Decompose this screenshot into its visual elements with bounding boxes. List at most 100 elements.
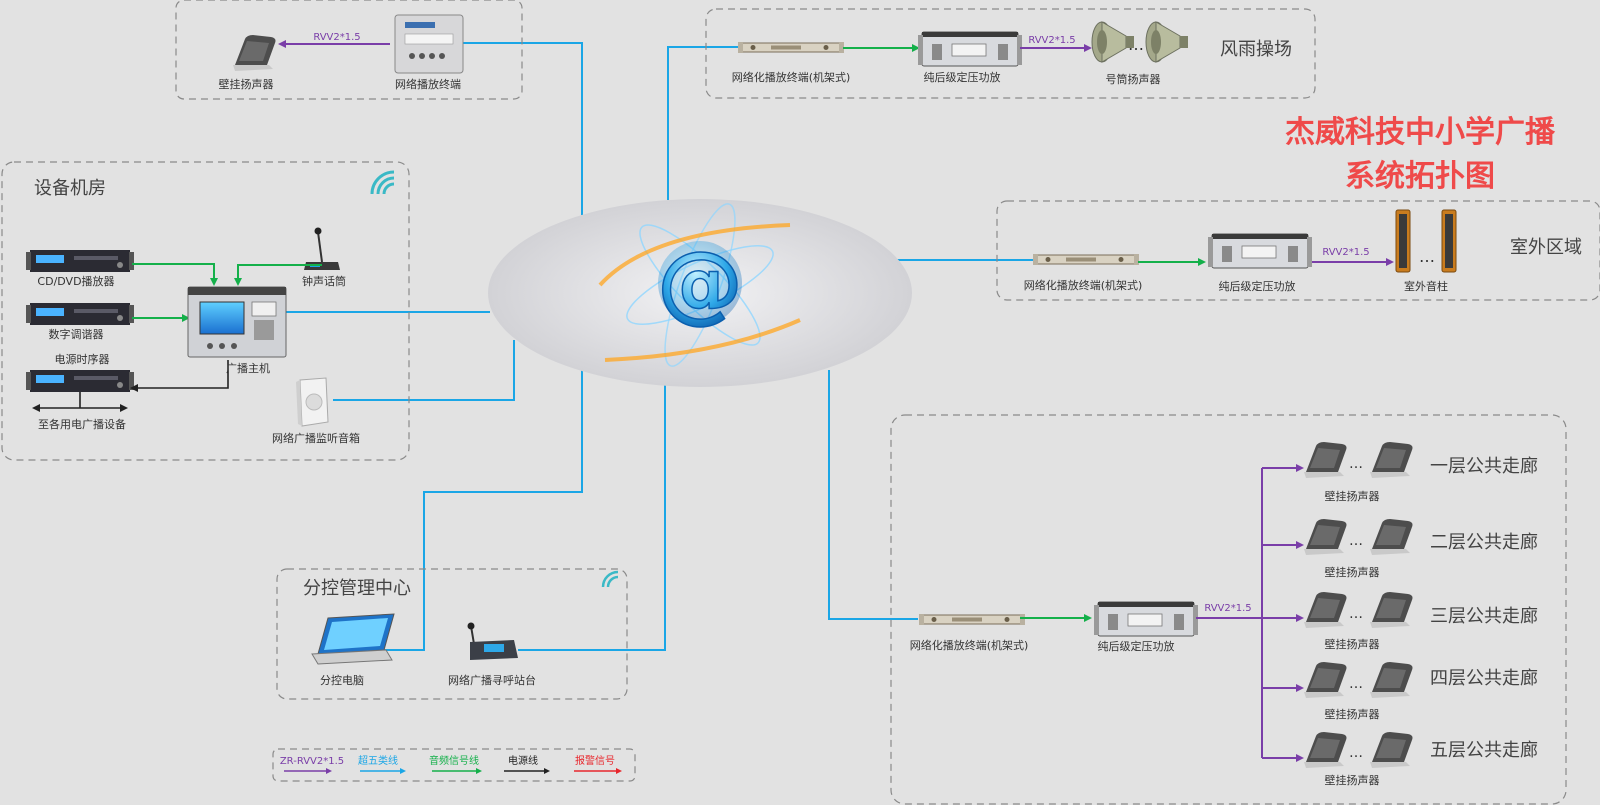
legend: ZR-RVV2*1.5 超五类线 音频信号线 电源线 报警信号 xyxy=(272,748,636,782)
wall-speaker-label-f3: 壁挂扬声器 xyxy=(1325,637,1380,651)
zone-floor2: 二层公共走廊 xyxy=(1430,532,1538,553)
line-paging xyxy=(518,385,666,651)
line-rain-playground xyxy=(667,46,738,200)
wall-speaker-icon-f3a xyxy=(1304,592,1347,628)
amp-icon-3 xyxy=(1093,601,1199,637)
digital-tuner-icon xyxy=(26,303,134,325)
sub-control-zone: 分控管理中心 分控电脑 网络广播寻呼站台 xyxy=(276,568,628,700)
line-control-pc xyxy=(378,370,583,651)
backup-power-label: 至各用电广播设备 xyxy=(38,417,126,431)
wall-speaker-icon-f2a xyxy=(1304,519,1347,555)
rack-terminal-label-3: 网络化播放终端(机架式) xyxy=(910,638,1029,652)
outdoor-column-icon-2 xyxy=(1441,209,1457,273)
equipment-room-zone: 设备机房 CD/DVD播放器 数字调谐器 电源时序器 至各用电广播设备 钟声话筒 xyxy=(1,161,410,461)
power-sequencer-label: 电源时序器 xyxy=(55,352,110,366)
ellipsis-f3: … xyxy=(1349,606,1363,622)
rack-terminal-icon-3 xyxy=(918,613,1026,626)
wall-speaker-label-f2: 壁挂扬声器 xyxy=(1325,565,1380,579)
wall-speaker-icon-f1a xyxy=(1304,442,1347,478)
amp-icon-1 xyxy=(917,31,1023,67)
zone-floor3: 三层公共走廊 xyxy=(1430,606,1538,627)
amp-label-2: 纯后级定压功放 xyxy=(1219,279,1296,293)
zone-floor1: 一层公共走廊 xyxy=(1430,456,1538,477)
zone-sub-control: 分控管理中心 xyxy=(303,578,411,599)
amp-label-1: 纯后级定压功放 xyxy=(924,70,1001,84)
paging-station-label: 网络广播寻呼站台 xyxy=(448,673,536,687)
ellipsis-2: … xyxy=(1419,247,1435,266)
cd-dvd-label: CD/DVD播放器 xyxy=(37,274,114,288)
wall-speaker-icon-f4b xyxy=(1370,662,1413,698)
rack-terminal-icon xyxy=(737,41,845,54)
rvv-label-3: RVV2*1.5 xyxy=(1204,603,1251,614)
line-monitor xyxy=(333,340,515,401)
wall-speaker-icon-f5a xyxy=(1304,732,1347,768)
wall-speaker-icon-f2b xyxy=(1370,519,1413,555)
wall-speaker-icon-f1b xyxy=(1370,442,1413,478)
monitor-speaker-icon xyxy=(296,377,329,427)
wall-speaker-label-f1: 壁挂扬声器 xyxy=(1325,489,1380,503)
legend-alarm: 报警信号 xyxy=(575,754,615,767)
bell-mic-icon xyxy=(304,227,340,270)
wall-speaker-label-f4: 壁挂扬声器 xyxy=(1325,707,1380,721)
floors-zone: 网络化播放终端(机架式) 纯后级定压功放 RVV2*1.5 … 壁挂扬声器 一层… xyxy=(890,414,1567,805)
zone-floor4: 四层公共走廊 xyxy=(1430,668,1538,689)
bell-mic-label: 钟声话筒 xyxy=(302,274,346,288)
wall-speaker-icon-f3b xyxy=(1370,592,1413,628)
outdoor-column-label: 室外音柱 xyxy=(1404,279,1448,293)
legend-cat5: 超五类线 xyxy=(358,754,398,767)
horn-speaker-label: 号筒扬声器 xyxy=(1106,72,1161,86)
zone-outdoor: 室外区域 xyxy=(1510,237,1582,258)
legend-power: 电源线 xyxy=(508,754,538,767)
ellipsis-f2: … xyxy=(1349,533,1363,549)
network-lines xyxy=(286,42,1034,651)
legend-zr-rvv: ZR-RVV2*1.5 xyxy=(280,756,344,767)
network-cloud: @ xyxy=(488,199,912,387)
audio-cd xyxy=(132,263,215,278)
control-pc-icon xyxy=(311,613,395,665)
rack-terminal-label-2: 网络化播放终端(机架式) xyxy=(1024,278,1143,292)
wall-speaker-label: 壁挂扬声器 xyxy=(219,77,274,91)
zone-equipment-room: 设备机房 xyxy=(34,178,106,199)
horn-speaker-icon-2 xyxy=(1145,21,1189,63)
title-line1: 杰威科技中小学广播 xyxy=(1285,115,1556,150)
rack-terminal-icon-2 xyxy=(1032,253,1140,266)
line-top-terminal xyxy=(462,42,583,215)
zone-rain-playground: 风雨操场 xyxy=(1220,39,1292,60)
outdoor-zone: 网络化播放终端(机架式) 纯后级定压功放 RVV2*1.5 … 室外音柱 室外区… xyxy=(996,200,1600,301)
paging-station-icon xyxy=(467,622,518,660)
amp-label-3: 纯后级定压功放 xyxy=(1098,639,1175,653)
rvv-label-1: RVV2*1.5 xyxy=(1028,35,1075,46)
power-line-host xyxy=(138,360,229,389)
broadcast-host-icon xyxy=(187,286,287,358)
power-sequencer-icon xyxy=(26,370,134,392)
top-terminal-zone: 壁挂扬声器 RVV2*1.5 网络播放终端 xyxy=(175,0,523,100)
cd-dvd-icon xyxy=(26,250,134,272)
digital-tuner-label: 数字调谐器 xyxy=(49,327,104,341)
line-floors xyxy=(828,370,918,620)
legend-audio: 音频信号线 xyxy=(429,754,479,767)
wall-speaker-icon-f4a xyxy=(1304,662,1347,698)
ellipsis-f4: … xyxy=(1349,676,1363,692)
ellipsis-f5: … xyxy=(1349,745,1363,761)
zone-floor5: 五层公共走廊 xyxy=(1430,740,1538,761)
wifi-icon-2 xyxy=(601,570,619,588)
control-pc-label: 分控电脑 xyxy=(320,673,364,687)
network-terminal-icon xyxy=(394,14,464,74)
rack-terminal-label-1: 网络化播放终端(机架式) xyxy=(732,70,851,84)
audio-mic xyxy=(237,264,322,278)
broadcast-host-label: 广播主机 xyxy=(226,361,270,375)
ellipsis-1: … xyxy=(1128,35,1144,54)
monitor-speaker-label: 网络广播监听音箱 xyxy=(272,431,360,445)
outdoor-column-icon-1 xyxy=(1395,209,1411,273)
rain-playground-zone: 网络化播放终端(机架式) 纯后级定压功放 RVV2*1.5 … 号筒扬声器 风雨… xyxy=(705,8,1316,99)
wall-speaker-icon xyxy=(233,35,276,71)
wifi-icon xyxy=(370,170,395,195)
ellipsis-f1: … xyxy=(1349,456,1363,472)
at-symbol: @ xyxy=(657,233,743,333)
rvv-label-2: RVV2*1.5 xyxy=(1322,247,1369,258)
amp-icon-2 xyxy=(1207,233,1313,269)
wall-speaker-label-f5: 壁挂扬声器 xyxy=(1325,773,1380,787)
title-line2: 系统拓扑图 xyxy=(1345,159,1495,194)
